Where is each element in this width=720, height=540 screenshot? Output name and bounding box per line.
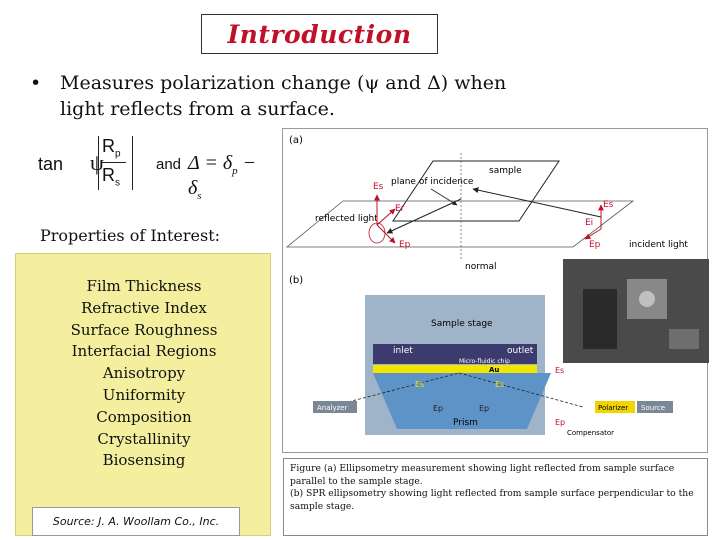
polarizer-box: [595, 401, 635, 413]
es-right-label: Es: [603, 200, 614, 210]
eq-and: and: [156, 156, 182, 173]
ep-out-label: Ep: [555, 418, 565, 427]
figure-caption: Figure (a) Ellipsometry measurement show…: [283, 458, 708, 536]
es-left-label: Es: [373, 182, 384, 192]
au-label: Au: [489, 366, 499, 374]
source-credit: Source: J. A. Woollam Co., Inc.: [32, 507, 240, 536]
ep-right-arrow: [584, 228, 602, 240]
panel-b-label: (b): [289, 275, 303, 286]
property-item: Anisotropy: [102, 364, 186, 383]
eq-fraction-line: [102, 162, 126, 163]
incident-ray: [472, 187, 602, 218]
sample-plane: [392, 160, 560, 222]
ep-left-arrow: [376, 224, 396, 244]
analyzer-box: [313, 401, 357, 413]
prism: [373, 373, 551, 429]
microfluidic-chip: [373, 344, 537, 364]
property-item: Biosensing: [102, 451, 186, 470]
figure-svg: (a) sample plane of incidence normal ref…: [285, 135, 709, 437]
properties-box: Film Thickness Refractive Index Surface …: [15, 253, 271, 536]
polarization-ellipse: [368, 222, 386, 244]
prism-label: Prism: [453, 418, 478, 428]
ellipsometry-equation: tan ψ Rp Rs and Δ = δp − δs: [38, 132, 268, 202]
sample-label: sample: [489, 166, 522, 176]
property-item: Interfacial Regions: [71, 342, 217, 361]
properties-label: Properties of Interest:: [40, 226, 221, 245]
reflected-label: reflected light: [315, 214, 378, 224]
polarizer-label: Polarizer: [598, 404, 628, 412]
er-left-arrow: [376, 208, 396, 226]
ei-right-label: Ei: [585, 218, 593, 228]
slide-title: Introduction: [227, 19, 412, 49]
er-left-label: Er: [395, 204, 405, 214]
lab-photo-lens: [639, 291, 655, 307]
gold-layer: [373, 365, 537, 373]
outlet-label: outlet: [507, 346, 534, 356]
ep-left-label: Ep: [399, 240, 411, 250]
properties-list: Film Thickness Refractive Index Surface …: [16, 276, 272, 472]
property-item: Composition: [96, 407, 192, 426]
chip-label: Micro-fluidic chip: [459, 358, 510, 365]
lab-photo-mount: [583, 289, 617, 349]
analyzer-label: Analyzer: [317, 404, 348, 412]
property-item: Film Thickness: [86, 277, 202, 295]
bullet-dot-icon: •: [30, 72, 42, 94]
eq-psi: ψ: [90, 150, 104, 175]
ep-right-b-label: Ep: [479, 404, 489, 413]
inlet-label: inlet: [393, 346, 413, 356]
outgoing-beam: [458, 372, 584, 408]
eq-tan: tan: [38, 154, 64, 174]
source-box: [637, 401, 673, 413]
ep-right-label: Ep: [589, 240, 601, 250]
property-item: Uniformity: [102, 385, 186, 404]
eq-rs: Rs: [102, 165, 120, 189]
property-item: Crystallinity: [97, 429, 191, 448]
bullet-text: Measures polarization change (ψ and Δ) w…: [60, 72, 507, 120]
es-out-label: Es: [555, 366, 564, 375]
ellipsometry-figure: (a) sample plane of incidence normal ref…: [282, 128, 709, 453]
title-box: Introduction: [201, 14, 438, 54]
incident-label: incident light: [629, 240, 688, 250]
stage-label: Sample stage: [431, 319, 493, 329]
eq-rp: Rp: [102, 136, 121, 160]
property-item: Surface Roughness: [70, 320, 218, 339]
property-item: Refractive Index: [81, 298, 207, 317]
panel-a-label: (a): [289, 135, 303, 146]
caption-a: Figure (a) Ellipsometry measurement show…: [290, 463, 675, 487]
es-left-b-label: Es: [415, 380, 424, 389]
normal-label: normal: [465, 262, 497, 272]
eq-abs-bars: [98, 136, 133, 190]
eq-delta: Δ = δp − δs: [188, 152, 257, 202]
lab-photo-detector: [669, 329, 699, 349]
caption-b: (b) SPR ellipsometry showing light refle…: [290, 488, 694, 512]
compensator-label: Compensator: [567, 429, 614, 437]
source-label: Source: [641, 404, 665, 412]
ep-left-b-label: Ep: [433, 404, 443, 413]
plane-label: plane of incidence: [391, 177, 474, 187]
es-right-b-label: Es: [495, 380, 504, 389]
plane-of-incidence: [285, 200, 635, 248]
reflected-ray: [386, 198, 462, 234]
